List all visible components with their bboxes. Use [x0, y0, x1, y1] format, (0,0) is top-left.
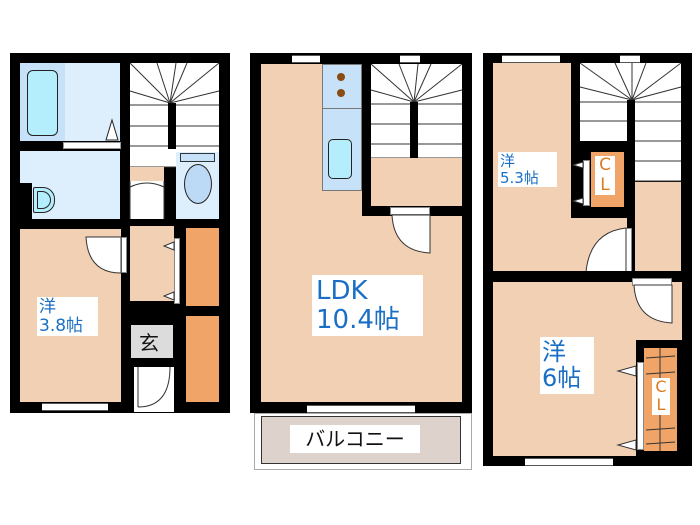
balcony-label: バルコニー	[290, 425, 420, 453]
room-type: LDK	[316, 276, 368, 306]
stair-landing	[371, 158, 462, 206]
burner-icon	[337, 89, 345, 97]
floor-1: 玄 洋 3.8帖	[0, 0, 240, 525]
ldk-label: LDK 10.4帖	[312, 275, 423, 337]
room-type: 洋	[39, 297, 56, 317]
hallway-upper	[130, 167, 164, 181]
room-type: 洋	[500, 152, 516, 170]
room-label-3-8: 洋 3.8帖	[37, 297, 98, 337]
window	[525, 458, 613, 466]
entrance-label: 玄	[139, 331, 159, 355]
ldk-alcove	[431, 216, 462, 246]
room-label-6: 洋 6帖	[540, 337, 594, 394]
bath-door	[63, 142, 121, 149]
door-swing-icon	[391, 214, 431, 254]
hall-door-area	[130, 181, 164, 219]
room-size: 3.8帖	[39, 315, 84, 336]
washbasin-inner-icon	[37, 191, 51, 209]
washroom-wall-notch	[20, 183, 32, 219]
entrance	[131, 325, 173, 358]
divider-wall	[483, 271, 692, 282]
entrance-door-area	[134, 367, 174, 412]
stair-landing	[635, 182, 681, 271]
entrance-door-icon	[137, 366, 171, 408]
closet-letter: C	[655, 377, 667, 396]
door-frame	[390, 207, 430, 215]
door-swing-icon	[633, 284, 673, 324]
closet-door-marker-icon	[616, 365, 637, 451]
closet-letter: L	[600, 174, 610, 195]
closet-door-marker-icon	[571, 161, 584, 205]
balcony-window	[307, 405, 415, 413]
door-swing-icon	[129, 181, 165, 219]
hallway-door-frame	[174, 238, 180, 304]
closet-door-frame	[637, 362, 644, 450]
closet-letter: C	[599, 155, 611, 175]
staircase-icon	[370, 63, 463, 159]
closet-letter: L	[656, 395, 666, 415]
storage-closet-upper	[186, 228, 219, 306]
door-swing-icon	[585, 227, 627, 273]
window	[620, 55, 640, 63]
room-size: 5.3帖	[500, 168, 539, 187]
door-marker-icon	[105, 118, 119, 141]
sink-icon	[328, 139, 352, 179]
closet-label: C L	[652, 377, 670, 415]
floor-2: LDK 10.4帖 バルコニー	[240, 0, 480, 525]
room-door-frame	[121, 237, 127, 273]
toilet-tank-icon	[180, 153, 215, 162]
room-size: 6帖	[542, 364, 582, 393]
closet-label: C L	[595, 155, 615, 196]
room-size: 10.4帖	[316, 304, 400, 335]
room-label-5-3: 洋 5.3帖	[498, 152, 557, 187]
window	[400, 55, 420, 63]
kitchen-stove	[322, 64, 362, 109]
bathtub-icon	[27, 70, 58, 136]
toilet-bowl-icon	[184, 164, 212, 204]
room-type: 洋	[542, 338, 566, 366]
closet-door-marker-icon	[162, 241, 175, 301]
storage-closet-lower	[186, 316, 219, 402]
window	[502, 55, 560, 63]
room-door-swing-icon	[85, 236, 122, 274]
window	[292, 55, 320, 63]
hallway	[130, 226, 174, 301]
window	[42, 403, 108, 411]
closet-door-frame	[583, 160, 590, 206]
burner-icon	[337, 73, 345, 81]
floor-3: C L 洋 5.3帖 C L 洋 6帖	[480, 0, 700, 525]
